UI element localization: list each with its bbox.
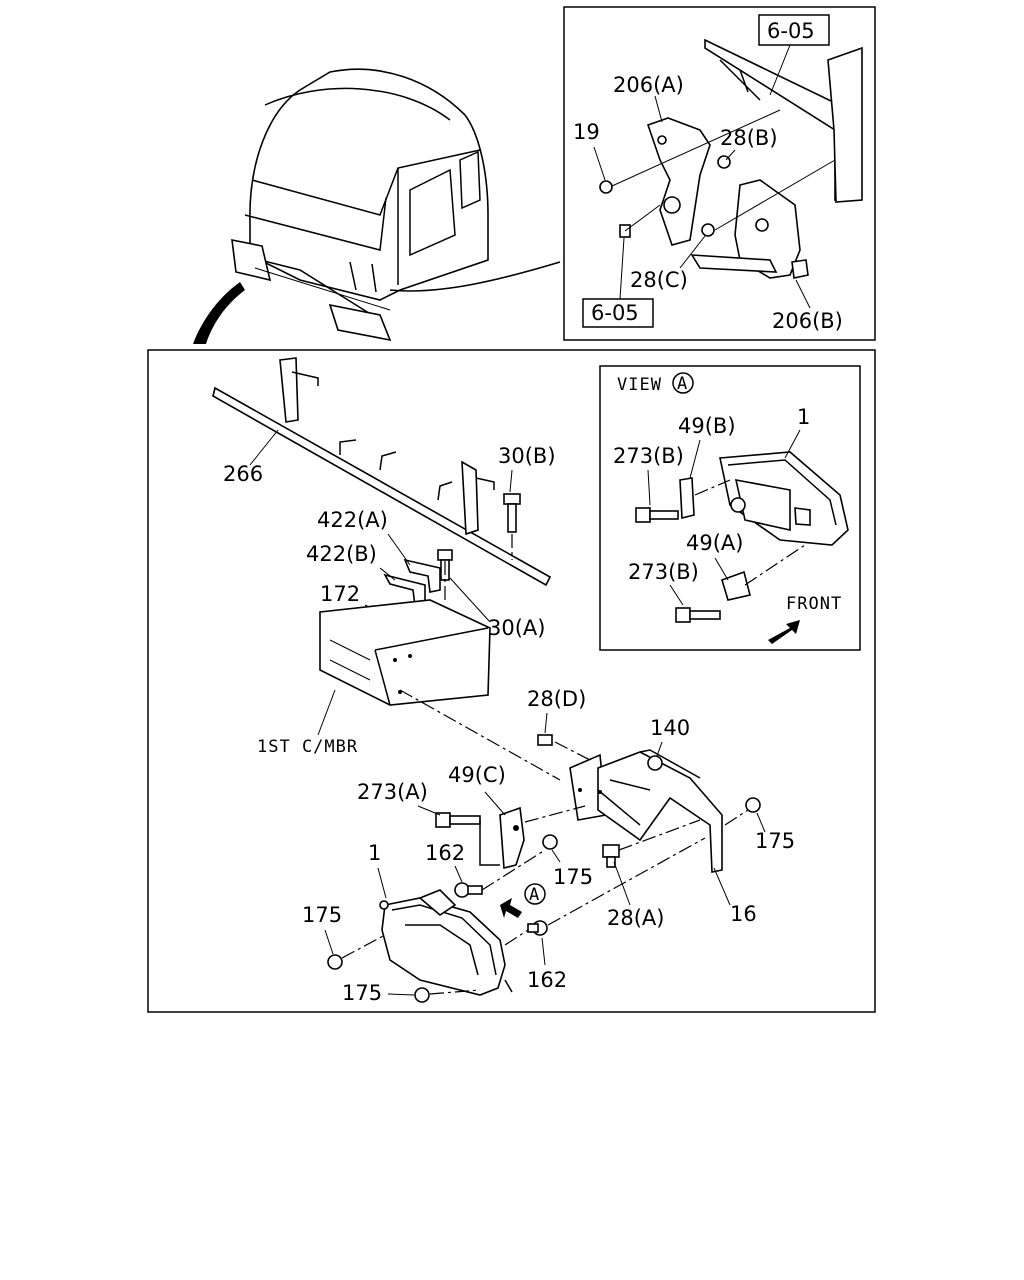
bracket-16 bbox=[569, 749, 723, 873]
label-175-1: 175 bbox=[755, 829, 795, 853]
label-172: 172 bbox=[320, 582, 360, 606]
label-175-2: 175 bbox=[553, 865, 593, 889]
label-273b-2: 273(B) bbox=[628, 560, 699, 584]
arrow-a-circle-icon bbox=[524, 883, 546, 905]
label-422a: 422(A) bbox=[317, 508, 388, 532]
harness-266 bbox=[212, 357, 552, 587]
stud-28d bbox=[537, 734, 553, 746]
arrow-a-label: A bbox=[529, 885, 540, 905]
view-circle-label: A bbox=[677, 374, 688, 394]
label-30b: 30(B) bbox=[498, 444, 556, 468]
nut-175-left bbox=[327, 954, 343, 970]
nut-140 bbox=[647, 755, 663, 771]
truck-cab-illustration bbox=[193, 68, 561, 344]
label-422b: 422(B) bbox=[306, 542, 377, 566]
label-273b-1: 273(B) bbox=[613, 444, 684, 468]
label-266: 266 bbox=[223, 462, 263, 486]
fog-lamp-view-a bbox=[679, 451, 849, 601]
label-162-1: 162 bbox=[425, 841, 465, 865]
label-member: 1ST C/MBR bbox=[257, 737, 358, 757]
view-circle-icon bbox=[672, 372, 694, 394]
bracket-49c bbox=[499, 806, 525, 870]
fog-lamp-1 bbox=[379, 889, 513, 996]
view-a-box bbox=[599, 365, 861, 651]
label-206a: 206(A) bbox=[613, 73, 684, 97]
label-49c: 49(C) bbox=[448, 763, 506, 787]
ref-label-bottom: 6-05 bbox=[591, 301, 639, 325]
label-175-4: 175 bbox=[342, 981, 382, 1005]
bracket-422 bbox=[383, 549, 453, 607]
ref-box-top: 6-05 bbox=[758, 14, 830, 46]
bolt-28a bbox=[602, 844, 620, 868]
label-16: 16 bbox=[730, 902, 757, 926]
label-28d: 28(D) bbox=[527, 687, 586, 711]
view-title: VIEW bbox=[617, 375, 662, 395]
label-206b: 206(B) bbox=[772, 309, 843, 333]
label-1: 1 bbox=[368, 841, 381, 865]
label-273a: 273(A) bbox=[357, 780, 428, 804]
label-28a: 28(A) bbox=[607, 906, 664, 930]
nut-175-center bbox=[542, 834, 558, 850]
view-a-arrow-icon bbox=[500, 898, 522, 918]
bolt-273a bbox=[435, 812, 481, 828]
label-30a: 30(A) bbox=[488, 616, 545, 640]
bolt-162-lower bbox=[527, 920, 548, 936]
ref-label-top: 6-05 bbox=[767, 19, 815, 43]
ref-box-bottom: 6-05 bbox=[582, 298, 654, 328]
nut-175-bottom bbox=[414, 987, 430, 1003]
cross-member bbox=[319, 560, 491, 706]
label-175-3: 175 bbox=[302, 903, 342, 927]
label-1-view: 1 bbox=[797, 405, 810, 429]
label-front: FRONT bbox=[786, 594, 842, 614]
front-arrow-icon bbox=[768, 620, 800, 644]
bolt-273b-2 bbox=[675, 607, 721, 623]
label-28c: 28(C) bbox=[630, 268, 688, 292]
main-diagram-box bbox=[147, 349, 876, 1013]
label-49b-view: 49(B) bbox=[678, 414, 736, 438]
label-140: 140 bbox=[650, 716, 690, 740]
label-49a-view: 49(A) bbox=[686, 531, 743, 555]
bolt-273b-1 bbox=[635, 507, 679, 523]
nut-175-right bbox=[745, 797, 761, 813]
bolt-30b bbox=[503, 493, 521, 533]
detail-box-top bbox=[563, 6, 876, 341]
label-162-2: 162 bbox=[527, 968, 567, 992]
bolt-162-upper bbox=[454, 882, 483, 898]
label-28b: 28(B) bbox=[720, 126, 778, 150]
bracket-assembly-detail bbox=[599, 38, 863, 279]
label-19: 19 bbox=[573, 120, 600, 144]
